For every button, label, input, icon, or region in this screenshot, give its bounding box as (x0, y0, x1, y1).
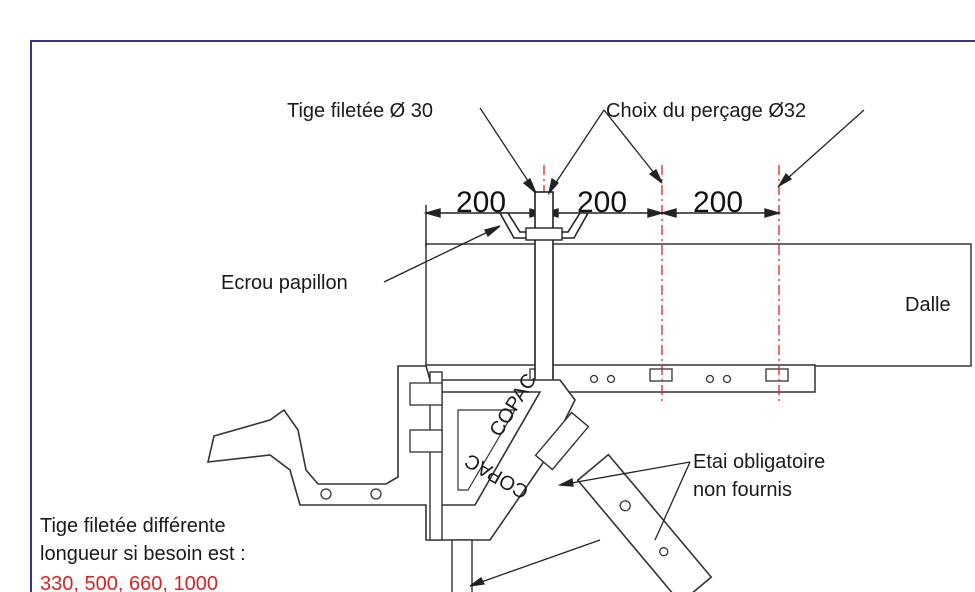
wing-nut-hex (525, 227, 563, 241)
lower-rod (451, 539, 473, 592)
dimension-value-1: 200 (456, 186, 506, 219)
label-etai-2: non fournis (693, 479, 792, 501)
note-line-2: longueur si besoin est : (40, 543, 246, 565)
prop (576, 453, 713, 592)
bolts (320, 382, 443, 500)
leaders (383, 107, 865, 587)
prop-head (534, 411, 590, 471)
bracket-inner (457, 409, 517, 491)
threaded-rod (534, 191, 554, 391)
vertical-plate (429, 371, 443, 541)
label-choix: Choix du perçage Ø32 (606, 100, 806, 122)
label-dalle: Dalle (905, 294, 951, 316)
dimension-value-2: 200 (577, 186, 627, 219)
label-tige: Tige filetée Ø 30 (287, 100, 433, 122)
note-lengths: 330, 500, 660, 1000 (40, 573, 218, 592)
label-ecrou: Ecrou papillon (221, 272, 348, 294)
label-etai-1: Etai obligatoire (693, 451, 825, 473)
slab (425, 243, 972, 367)
note-line-1: Tige filetée différente (40, 515, 226, 537)
dimension-value-3: 200 (693, 186, 743, 219)
drawing-frame (30, 40, 975, 592)
